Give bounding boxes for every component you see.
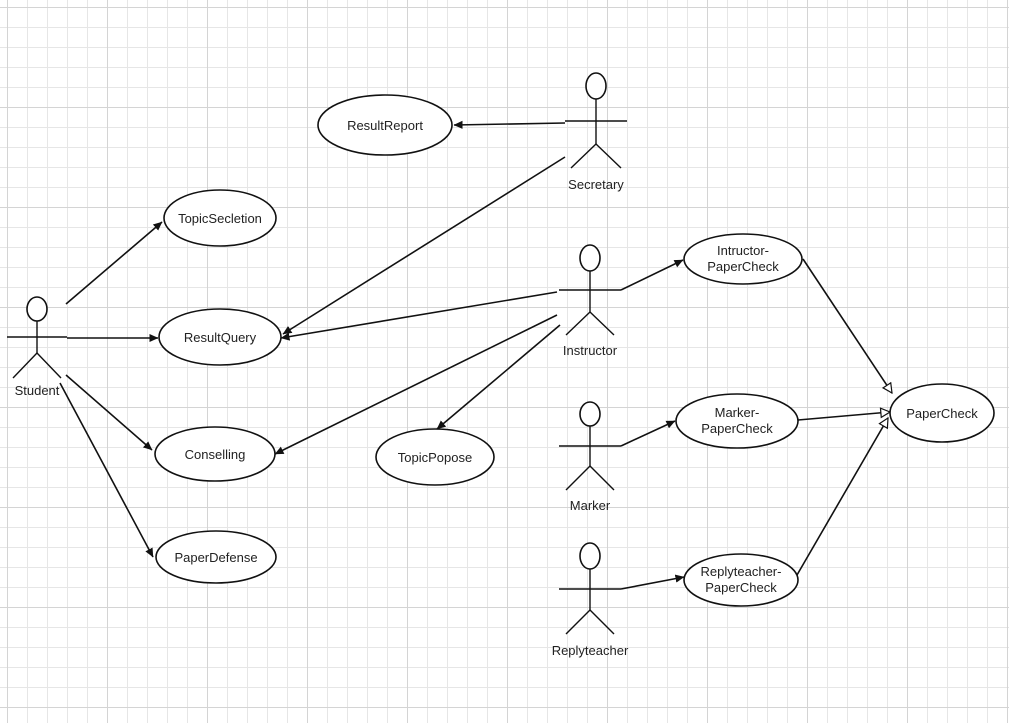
association-replyteacher-replyteacher-papercheck — [620, 574, 685, 590]
use-case-label: TopicPopose — [398, 450, 472, 465]
use-case-label-line1: Replyteacher- — [701, 564, 782, 579]
use-case-label-line2: PaperCheck — [707, 259, 779, 274]
association-secretary-result-query — [282, 156, 566, 335]
use-case-topic-popose[interactable]: TopicPopose — [375, 428, 495, 486]
association-instructor-intructor-papercheck — [620, 259, 684, 291]
use-case-label-line1: Marker- — [715, 405, 760, 420]
actor-label: Secretary — [568, 177, 624, 192]
edges-layer — [59, 120, 892, 590]
use-case-papercheck[interactable]: PaperCheck — [889, 383, 995, 443]
use-case-paper-defense[interactable]: PaperDefense — [155, 530, 277, 584]
actor-label: Replyteacher — [552, 643, 629, 658]
association-instructor-conselling — [274, 314, 558, 455]
use-case-marker-papercheck[interactable]: Marker- PaperCheck — [675, 393, 799, 449]
actors-layer: Student Secretary — [7, 72, 629, 658]
actor-label: Instructor — [563, 343, 618, 358]
use-case-label: PaperDefense — [174, 550, 257, 565]
association-student-topic-secletion — [65, 221, 163, 305]
use-case-label: ResultQuery — [184, 330, 257, 345]
actor-secretary[interactable]: Secretary — [565, 72, 627, 192]
stick-figure-icon — [7, 296, 67, 379]
generalization-replyteacher-papercheck-papercheck — [796, 418, 889, 576]
association-student-paper-defense — [59, 382, 154, 558]
use-case-replyteacher-papercheck[interactable]: Replyteacher- PaperCheck — [683, 553, 799, 607]
use-case-result-report[interactable]: ResultReport — [317, 94, 453, 156]
stick-figure-icon — [559, 244, 621, 336]
use-case-label-line1: Intructor- — [717, 243, 769, 258]
stick-figure-icon — [559, 401, 621, 491]
use-case-label-line2: PaperCheck — [705, 580, 777, 595]
use-case-result-query[interactable]: ResultQuery — [158, 308, 282, 366]
use-case-label: TopicSecletion — [178, 211, 262, 226]
generalization-marker-papercheck-papercheck — [797, 412, 890, 421]
actor-replyteacher[interactable]: Replyteacher — [552, 542, 629, 658]
use-case-conselling[interactable]: Conselling — [154, 426, 276, 482]
use-case-intructor-papercheck[interactable]: Intructor- PaperCheck — [683, 233, 803, 285]
association-instructor-topic-popose — [436, 324, 561, 430]
actor-student[interactable]: Student — [7, 296, 67, 398]
stick-figure-icon — [565, 72, 627, 169]
actor-label: Student — [15, 383, 60, 398]
actor-marker[interactable]: Marker — [559, 401, 621, 513]
actor-instructor[interactable]: Instructor — [559, 244, 621, 358]
use-case-label: PaperCheck — [906, 406, 978, 421]
association-instructor-result-query — [280, 291, 558, 341]
use-case-topic-secletion[interactable]: TopicSecletion — [163, 189, 277, 247]
use-case-label-line2: PaperCheck — [701, 421, 773, 436]
use-case-label: ResultReport — [347, 118, 423, 133]
use-cases-layer: ResultReport TopicSecletion ResultQuery … — [154, 94, 995, 607]
actor-label: Marker — [570, 498, 611, 513]
generalization-intructor-papercheck-papercheck — [802, 258, 892, 393]
association-marker-marker-papercheck — [620, 420, 676, 447]
association-student-conselling — [65, 374, 153, 451]
use-case-label: Conselling — [185, 447, 246, 462]
association-secretary-result-report — [453, 120, 566, 129]
stick-figure-icon — [559, 542, 621, 635]
